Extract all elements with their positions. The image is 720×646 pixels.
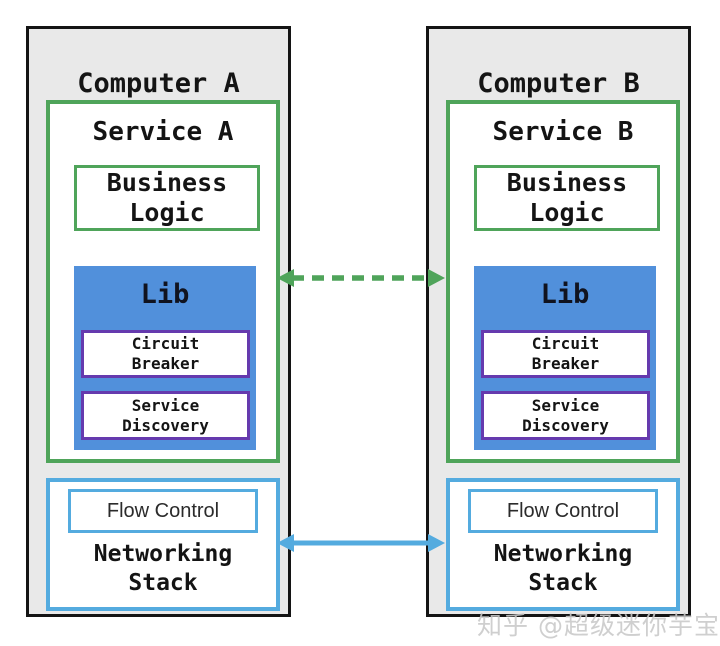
- computer-b-title: Computer B: [477, 68, 640, 99]
- networking-stack-title: Networking Stack: [493, 541, 633, 596]
- lib-link-arrow: [277, 269, 445, 287]
- service-b-title: Service B: [492, 117, 634, 147]
- flow-control-label: Flow Control: [506, 499, 620, 522]
- watermark-text: 知乎 @超级迷你芋宝宝: [477, 611, 720, 640]
- business-logic-label: Business Logic: [106, 168, 228, 227]
- service-a-box: Service A Business Logic Lib Circuit Bre…: [46, 100, 280, 463]
- lib-box: Lib Circuit Breaker Service Discovery: [474, 266, 656, 450]
- flow-control-box: Flow Control: [68, 489, 258, 533]
- flow-control-label: Flow Control: [106, 499, 220, 522]
- lib-box: Lib Circuit Breaker Service Discovery: [74, 266, 256, 450]
- service-a-title: Service A: [92, 117, 234, 147]
- network-link-arrow: [277, 534, 445, 552]
- business-logic-label: Business Logic: [506, 168, 628, 227]
- lib-title: Lib: [540, 279, 590, 310]
- circuit-breaker-label: Circuit Breaker: [531, 334, 600, 373]
- computer-a-box: Computer A Service A Business Logic Lib …: [26, 26, 291, 617]
- circuit-breaker-box: Circuit Breaker: [481, 330, 650, 378]
- computer-b-box: Computer B Service B Business Logic Lib …: [426, 26, 691, 617]
- networking-stack-box: Flow Control Networking Stack: [46, 478, 280, 611]
- business-logic-box: Business Logic: [474, 165, 660, 231]
- service-discovery-box: Service Discovery: [481, 391, 650, 440]
- service-b-box: Service B Business Logic Lib Circuit Bre…: [446, 100, 680, 463]
- service-discovery-label: Service Discovery: [522, 395, 609, 435]
- service-discovery-label: Service Discovery: [122, 395, 209, 435]
- lib-title: Lib: [140, 279, 190, 310]
- service-discovery-box: Service Discovery: [81, 391, 250, 440]
- flow-control-box: Flow Control: [468, 489, 658, 533]
- networking-stack-box: Flow Control Networking Stack: [446, 478, 680, 611]
- computer-a-title: Computer A: [77, 68, 240, 99]
- circuit-breaker-box: Circuit Breaker: [81, 330, 250, 378]
- networking-stack-title: Networking Stack: [93, 541, 233, 596]
- circuit-breaker-label: Circuit Breaker: [131, 334, 200, 373]
- business-logic-box: Business Logic: [74, 165, 260, 231]
